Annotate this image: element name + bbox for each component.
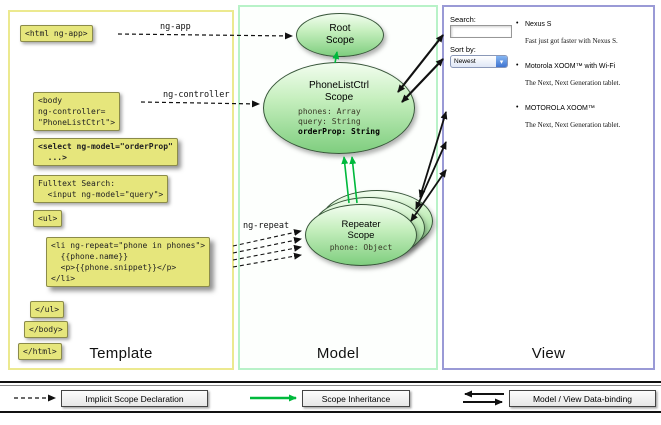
dropdown-arrow-icon: ▾ (496, 56, 507, 67)
phone-snippet: The Next, Next Generation tablet. (525, 121, 621, 129)
model-panel: Model (238, 5, 438, 370)
ng-app-label: ng-app (160, 22, 191, 32)
scope-prop-query: query: String (298, 116, 361, 126)
legend-databinding-arrow-icon (463, 390, 504, 406)
phonelistctrl-scope-props: phones: Array query: String orderProp: S… (298, 107, 380, 137)
code-li-ng-repeat: <li ng-repeat="phone in phones"> {{phone… (46, 237, 211, 287)
view-panel-label: View (531, 345, 566, 362)
bottom-border-line (0, 411, 661, 413)
phone-list-item: Nexus S Fast just got faster with Nexus … (516, 20, 652, 46)
legend-implicit-scope-box: Implicit Scope Declaration (61, 390, 208, 407)
legend-separator-line (0, 381, 661, 383)
code-ul-open: <ul> (33, 210, 63, 227)
view-phone-list: Nexus S Fast just got faster with Nexus … (516, 20, 652, 146)
phone-name: Nexus S (525, 21, 552, 28)
phone-name: Motorola XOOM™ with Wi-Fi (525, 63, 616, 70)
legend-implicit-scope-label: Implicit Scope Declaration (85, 393, 184, 404)
view-search-input[interactable] (450, 25, 512, 38)
phonelistctrl-scope-title: PhoneListCtrl Scope (308, 79, 370, 103)
phonelistctrl-scope-ellipse: PhoneListCtrl Scope phones: Array query:… (263, 62, 415, 154)
view-search-label: Search: (450, 15, 476, 24)
code-html-ng-app: <html ng-app> (20, 25, 93, 42)
phone-snippet: The Next, Next Generation tablet. (525, 79, 621, 87)
ng-controller-label: ng-controller (163, 90, 230, 100)
phone-name: MOTOROLA XOOM™ (525, 105, 595, 112)
ng-repeat-label: ng-repeat (243, 221, 290, 231)
code-select-ng-model: <select ng-model="orderProp" ...> (33, 138, 178, 166)
code-html-close: </html> (18, 343, 62, 360)
code-body-close: </body> (24, 321, 68, 338)
view-sort-dropdown[interactable]: Newest ▾ (450, 55, 508, 68)
code-ul-close: </ul> (30, 301, 65, 318)
phone-list-item: Motorola XOOM™ with Wi-Fi The Next, Next… (516, 62, 652, 88)
code-fulltext-search: Fulltext Search: <input ng-model="query"… (33, 175, 169, 203)
sort-selected-value: Newest (454, 58, 476, 65)
template-panel-label: Template (89, 345, 153, 362)
view-sort-label: Sort by: (450, 45, 476, 54)
phone-snippet: Fast just got faster with Nexus S. (525, 37, 618, 45)
legend-separator-line-2 (0, 385, 661, 386)
scope-prop-phone: phone: Object (329, 242, 393, 252)
repeater-scope-ellipse: Repeater Scope phone: Object (305, 204, 417, 266)
scope-prop-phones: phones: Array (298, 106, 361, 116)
code-body-ng-controller: <body ng-controller= "PhoneListCtrl"> (33, 92, 121, 131)
model-panel-label: Model (316, 345, 360, 362)
legend-scope-inheritance-box: Scope Inheritance (302, 390, 410, 407)
legend-databinding-box: Model / View Data-binding (509, 390, 656, 407)
legend-scope-inheritance-label: Scope Inheritance (321, 393, 391, 404)
root-scope-ellipse: Root Scope (296, 13, 384, 57)
legend-databinding-label: Model / View Data-binding (532, 393, 633, 404)
phone-list-item: MOTOROLA XOOM™ The Next, Next Generation… (516, 104, 652, 130)
scope-prop-orderprop: orderProp: String (298, 126, 380, 136)
repeater-scope-title: Repeater Scope (341, 218, 381, 241)
root-scope-title: Root Scope (325, 23, 355, 46)
